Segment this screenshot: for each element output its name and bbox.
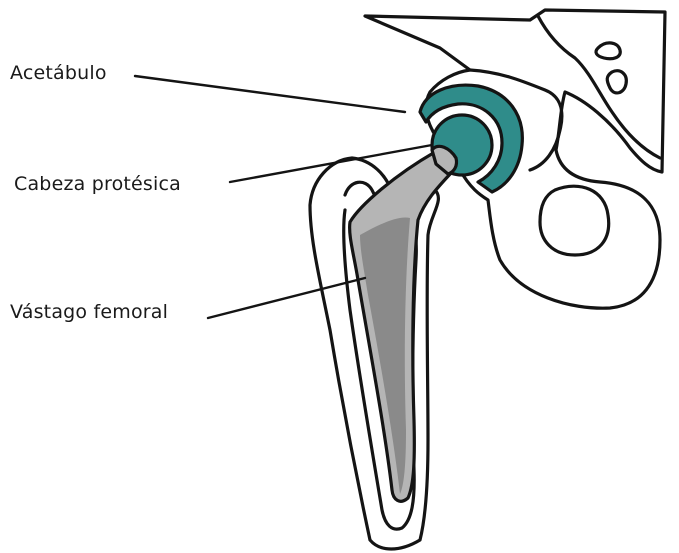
pelvis-hole-1: [596, 43, 620, 59]
label-acetabulo: Acetábulo: [10, 62, 107, 84]
ilium-inner-contour: [538, 16, 660, 158]
leader-acetabulo: [135, 76, 405, 112]
label-cabeza-protesica: Cabeza protésica: [14, 173, 181, 195]
obturator-foramen: [540, 186, 609, 255]
femoral-stem-shading: [360, 217, 410, 494]
label-vastago-femoral: Vástago femoral: [10, 301, 168, 323]
pelvis-hole-2: [607, 71, 626, 93]
leader-vastago: [208, 278, 365, 318]
